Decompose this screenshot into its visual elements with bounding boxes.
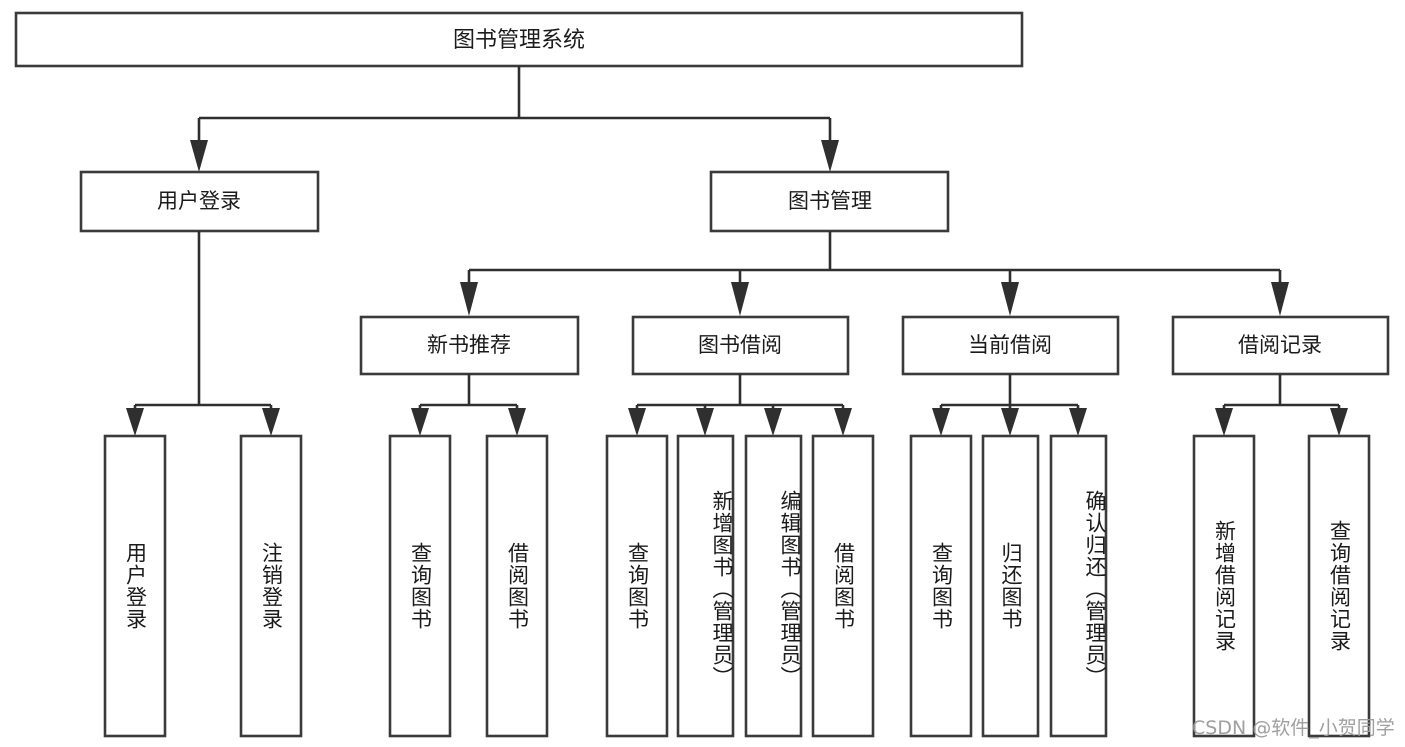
- arrow-head-confirm-return: [1069, 408, 1087, 436]
- arrow-head-leaf-user-login: [126, 408, 144, 436]
- node-root[interactable]: 图书管理系统: [14, 11, 1024, 68]
- arrow-head-book-manage: [821, 140, 839, 172]
- arrow-head-add-record: [1215, 408, 1233, 436]
- connector-book-borrow-to-leaves: [628, 374, 852, 436]
- leaf-box-borrow-book-2[interactable]: [811, 434, 875, 738]
- connector-user-login-to-leaves: [126, 231, 280, 436]
- user-login-label: 用户登录: [157, 189, 241, 213]
- leaf-box-edit-book[interactable]: [744, 434, 803, 738]
- leaf-box-confirm-return[interactable]: [1049, 434, 1108, 738]
- book-borrow-box: [631, 315, 850, 376]
- connector-book-manage-to-level2: [460, 231, 1289, 316]
- node-book-borrow[interactable]: 图书借阅: [631, 315, 850, 376]
- leaf-box-query-book-1[interactable]: [388, 434, 452, 738]
- connector-new-book-to-leaves: [411, 374, 526, 436]
- node-current-borrow[interactable]: 当前借阅: [901, 315, 1120, 376]
- book-manage-label: 图书管理: [788, 189, 872, 213]
- node-book-manage[interactable]: 图书管理: [709, 170, 950, 233]
- arrow-head-query-book-1: [411, 408, 429, 436]
- node-new-book-recommend[interactable]: 新书推荐: [359, 315, 580, 376]
- current-borrow-box: [901, 315, 1120, 376]
- arrow-head-borrow-book-1: [508, 408, 526, 436]
- new-book-recommend-label: 新书推荐: [427, 333, 511, 357]
- arrow-head-query-record: [1330, 408, 1348, 436]
- arrow-head-leaf-logout: [262, 408, 280, 436]
- borrow-record-label: 借阅记录: [1238, 333, 1322, 357]
- arrow-head-edit-book: [764, 408, 782, 436]
- arrow-head-borrow-record: [1271, 282, 1289, 316]
- leaf-box-query-book-2[interactable]: [605, 434, 669, 738]
- node-user-login[interactable]: 用户登录: [79, 170, 320, 233]
- node-borrow-record[interactable]: 借阅记录: [1171, 315, 1390, 376]
- leaf-box-borrow-book-1[interactable]: [485, 434, 549, 738]
- arrow-head-query-book-2: [628, 408, 646, 436]
- book-borrow-label: 图书借阅: [698, 333, 782, 357]
- connector-current-borrow-to-leaves: [932, 374, 1087, 436]
- arrow-head-book-borrow: [731, 282, 749, 316]
- arrow-head-add-book: [696, 408, 714, 436]
- leaf-box-add-record[interactable]: [1192, 434, 1256, 738]
- new-book-recommend-box: [359, 315, 580, 376]
- connector-root-to-level1: [190, 66, 839, 172]
- root-box: [14, 11, 1024, 68]
- watermark-text: CSDN @软件_小贺同学: [1192, 717, 1395, 739]
- borrow-record-box: [1171, 315, 1390, 376]
- connector-borrow-record-to-leaves: [1215, 374, 1348, 436]
- arrow-head-user-login: [190, 140, 208, 172]
- leaf-box-query-record[interactable]: [1307, 434, 1371, 738]
- leaf-box-user-login[interactable]: [103, 434, 167, 738]
- arrow-head-borrow-book-2: [834, 408, 852, 436]
- leaf-box-return-book[interactable]: [981, 434, 1040, 738]
- leaf-box-logout[interactable]: [239, 434, 303, 738]
- arrow-head-new-book: [460, 282, 478, 316]
- current-borrow-label: 当前借阅: [968, 333, 1052, 357]
- arrow-head-query-book-3: [932, 408, 950, 436]
- book-manage-box: [709, 170, 950, 233]
- arrow-head-current-borrow: [1001, 282, 1019, 316]
- root-label: 图书管理系统: [453, 28, 585, 53]
- arrow-head-return-book: [1001, 408, 1019, 436]
- leaf-box-query-book-3[interactable]: [909, 434, 973, 738]
- leaf-box-add-book[interactable]: [676, 434, 735, 738]
